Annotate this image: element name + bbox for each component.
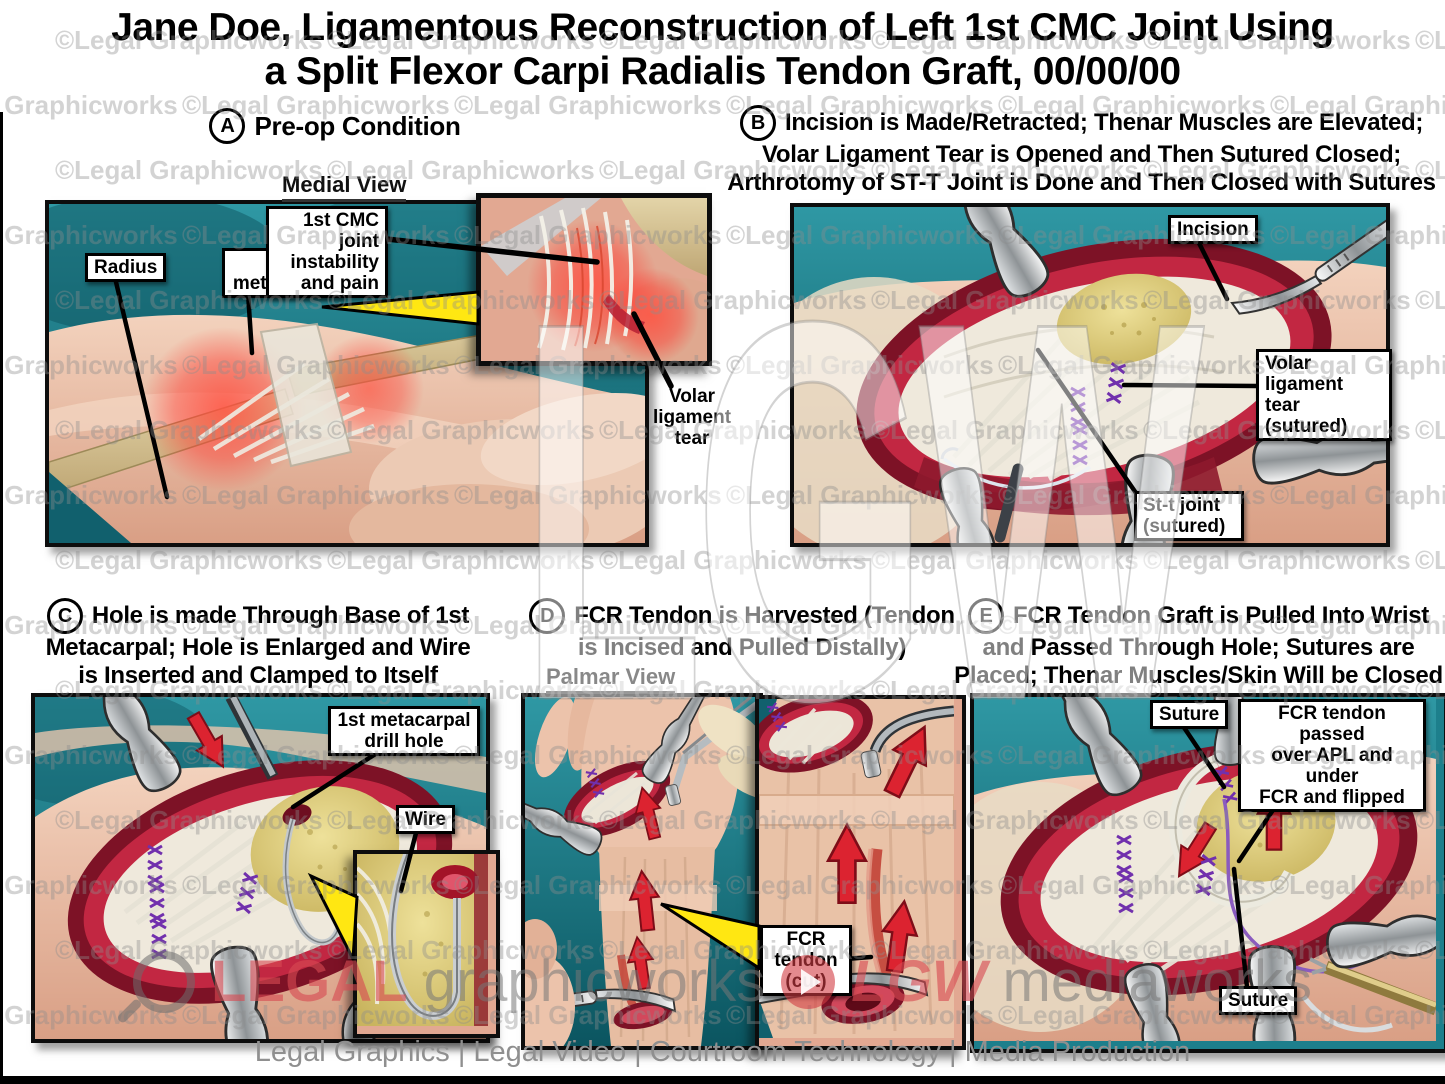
panel-c-heading-line2: Metacarpal; Hole is Enlarged and Wire (45, 634, 471, 661)
panel-c-heading: C Hole is made Through Base of 1st Metac… (0, 598, 516, 690)
watermark-tile: ©Legal Graphicworks (55, 545, 323, 575)
label-stt-sutured: St-t joint (sutured) (1134, 491, 1244, 541)
label-incision: Incision (1168, 215, 1258, 244)
panel-a-heading-text: Pre-op Condition (254, 111, 461, 141)
label-drill-hole: 1st metacarpal drill hole (328, 706, 480, 756)
panel-b-heading: B Incision is Made/Retracted; Thenar Mus… (718, 105, 1445, 197)
panel-a-closeup-art (481, 198, 707, 361)
panel-d-heading: D FCR Tendon is Harvested (Tendon is Inc… (512, 598, 972, 662)
label-volar-sutured: Volar ligament tear (sutured) (1256, 349, 1392, 441)
label-fcr-cut: FCR tendon (cut) (760, 925, 852, 996)
panel-e-heading-line3: Placed; Thenar Muscles/Skin Will be Clos… (954, 662, 1443, 689)
panel-d-closeup-inset (755, 695, 966, 1050)
label-volar-tear: Volar ligament tear (652, 386, 732, 449)
panel-c-wire-closeup-art (357, 854, 488, 1026)
panel-d-palmar-art (525, 697, 759, 1046)
panel-d-letter-badge: D (529, 598, 566, 634)
watermark-tile: ©Legal Graphicworks (1415, 545, 1445, 575)
label-cmc-instability: 1st CMC joint instability and pain (266, 206, 388, 298)
panel-d-heading-line2: is Incised and Pulled Distally) (577, 634, 907, 661)
panel-e-illustration (970, 693, 1445, 1053)
panel-e-heading: E FCR Tendon Graft is Pulled Into Wrist … (952, 598, 1445, 690)
exhibit-title-line2: a Split Flexor Carpi Radialis Tendon Gra… (264, 50, 1181, 93)
panel-b-heading-line3: Arthrotomy of ST-T Joint is Done and The… (727, 169, 1436, 196)
watermark-tile: ©Legal Graphicworks (599, 545, 867, 575)
label-wire: Wire (396, 805, 456, 834)
left-border-edge (0, 112, 3, 1084)
label-radius: Radius (85, 253, 167, 282)
panel-e-heading-line2: and Passed Through Hole; Sutures are (982, 634, 1415, 661)
watermark-tile: ©Legal Graphicworks (1143, 545, 1411, 575)
panel-c-heading-line1: Hole is made Through Base of 1st (91, 602, 470, 629)
panel-b-letter-badge: B (739, 105, 776, 141)
watermark-tile: ©Legal Graphicworks (1415, 415, 1445, 445)
panel-a-closeup-inset (476, 193, 712, 366)
services-footer: Legal Graphics | Legal Video | Courtroom… (254, 1036, 1191, 1068)
panel-a-letter-badge: A (209, 108, 246, 144)
watermark-tile: ©Legal Graphicworks (871, 545, 1139, 575)
panel-c-letter-badge: C (46, 598, 83, 634)
label-fcr-passed: FCR tendon passed over APL and under FCR… (1238, 699, 1426, 812)
exhibit-title: Jane Doe, Ligamentous Reconstruction of … (0, 6, 1445, 94)
watermark-tile: ©Legal Graphicworks (1415, 285, 1445, 315)
label-suture-top: Suture (1150, 700, 1229, 729)
panel-d-view-label: Palmar View (546, 664, 676, 694)
panel-a-heading: A Pre-op Condition (35, 108, 635, 144)
panel-c-wire-inset (353, 850, 500, 1038)
panel-c-heading-line3: is Inserted and Clamped to Itself (78, 662, 438, 689)
panel-d-heading-line1: FCR Tendon is Harvested (Tendon (574, 602, 955, 629)
label-suture-bottom: Suture (1219, 986, 1298, 1015)
panel-b-heading-line2: Volar Ligament Tear is Opened and Then S… (761, 141, 1401, 168)
panel-e-letter-badge: E (967, 598, 1004, 634)
watermark-tile: ©Legal Graphicworks (327, 545, 595, 575)
bottom-border-bar (0, 1076, 1445, 1084)
panel-e-heading-line1: FCR Tendon Graft is Pulled Into Wrist (1012, 602, 1429, 629)
exhibit-title-line1: Jane Doe, Ligamentous Reconstruction of … (111, 6, 1334, 49)
panel-d-main-illustration (521, 693, 763, 1050)
panel-b-heading-line1: Incision is Made/Retracted; Thenar Muscl… (784, 109, 1424, 136)
panel-a-view-label: Medial View (282, 172, 407, 202)
